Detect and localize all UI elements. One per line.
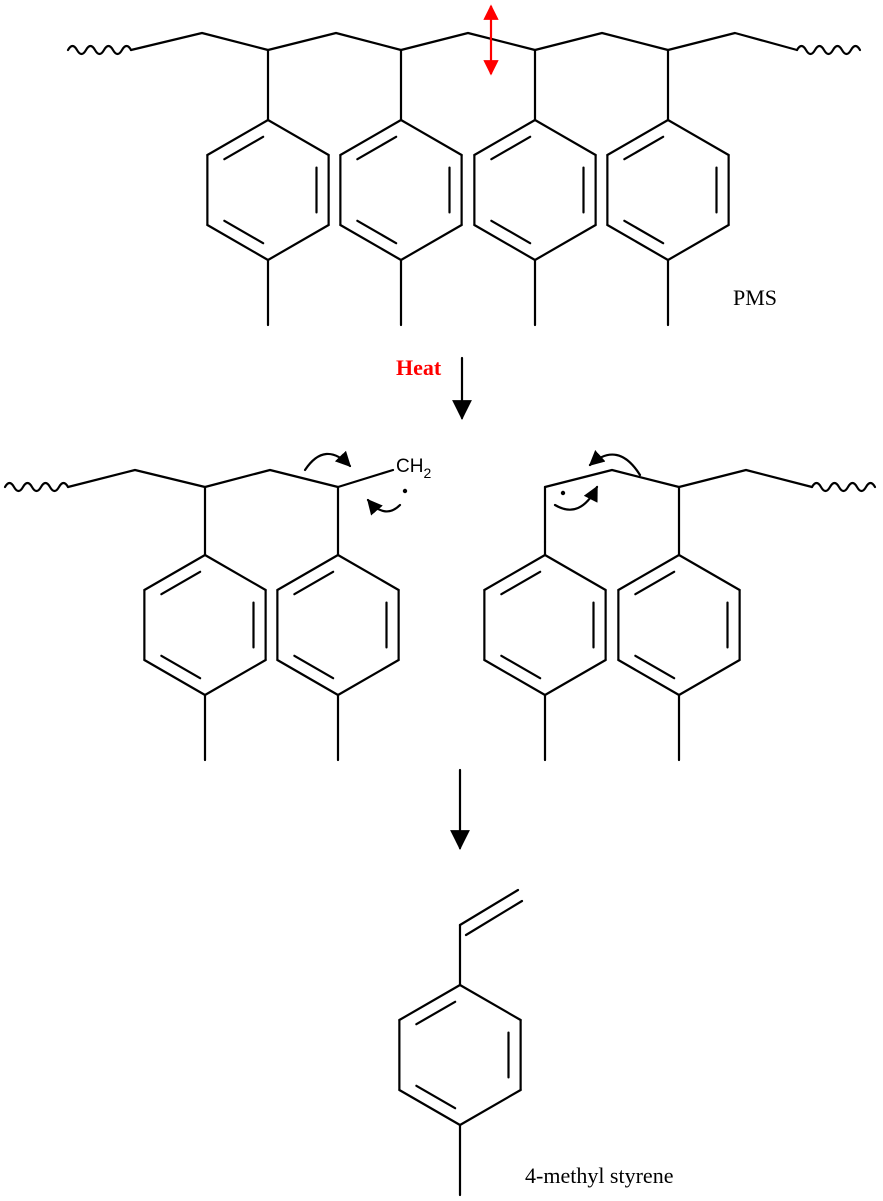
tolyl-ring: [276, 485, 400, 762]
product-label: 4-methyl styrene: [525, 1163, 673, 1188]
wavy-end-left: [66, 44, 133, 56]
radical-fragments: CH2: [3, 450, 877, 762]
wavy-end-right-middle: [810, 481, 877, 493]
right-fragment-chain: [543, 468, 814, 489]
ch2-label: CH2: [396, 456, 431, 481]
pms-polymer: PMS: [66, 4, 862, 327]
wavy-end-left-middle: [3, 481, 70, 493]
curved-arrow-lower-left: [366, 498, 402, 516]
vinyl-group: [458, 888, 524, 987]
wavy-end-right: [795, 44, 862, 56]
curved-arrow-lower-right: [553, 485, 599, 511]
left-fragment-backbone: [66, 468, 395, 489]
curved-arrow-upper-right: [588, 450, 642, 477]
tolyl-ring: [473, 48, 597, 327]
rings-top: [206, 48, 730, 327]
radical-dot-right: [560, 490, 566, 496]
heat-step: Heat: [396, 355, 472, 420]
tolyl-ring: [606, 48, 730, 327]
polymer-label: PMS: [733, 285, 777, 310]
rings-middle: [143, 485, 741, 762]
tolyl-ring: [206, 48, 330, 327]
product-monomer: 4-methyl styrene: [398, 888, 673, 1197]
tolyl-ring: [339, 48, 463, 327]
radical-dot-left: [402, 488, 408, 494]
heat-label: Heat: [396, 355, 442, 380]
tolyl-ring: [617, 485, 741, 762]
tolyl-ring: [483, 540, 607, 762]
tolyl-ring: [398, 983, 522, 1197]
polymer-backbone: [129, 31, 799, 52]
curved-arrow-upper-left: [303, 450, 352, 472]
tolyl-ring: [143, 485, 267, 762]
